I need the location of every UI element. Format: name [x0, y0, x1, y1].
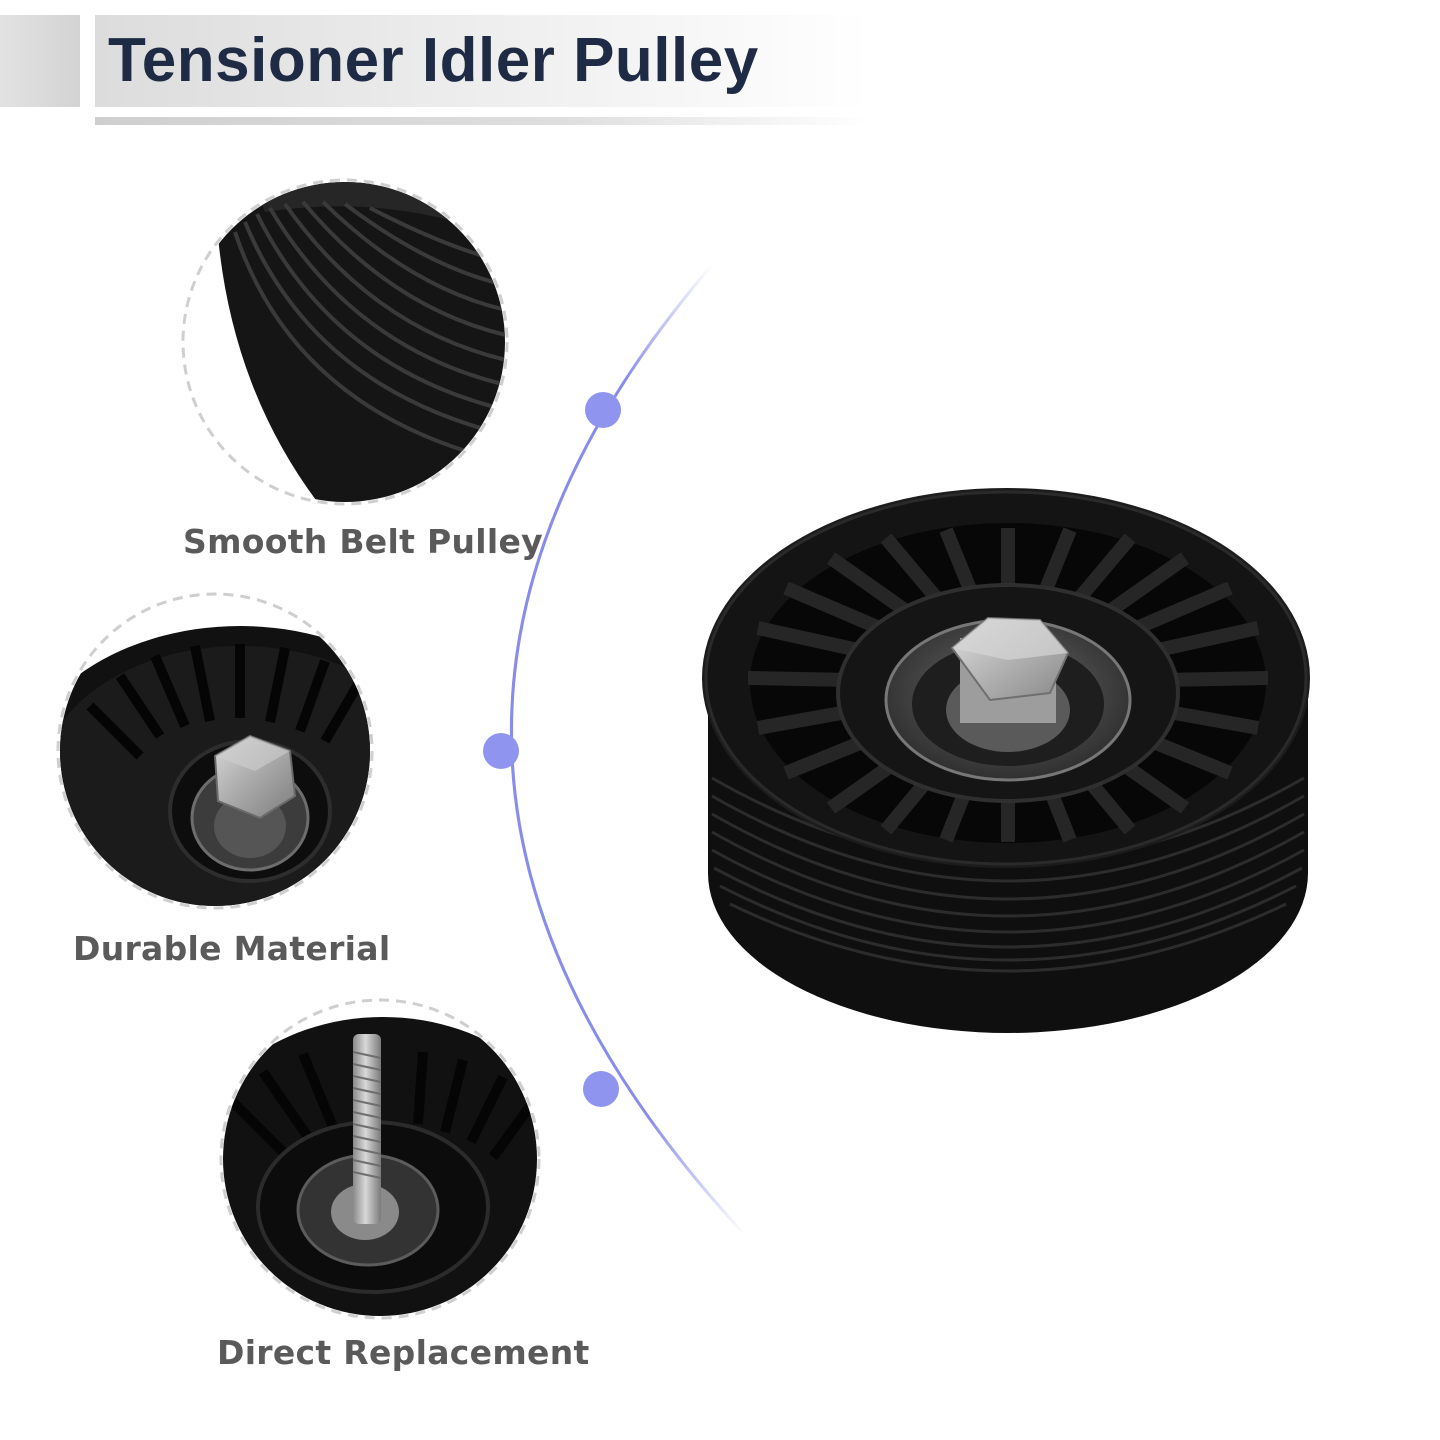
- timeline-dot-3: [583, 1071, 619, 1107]
- feature-label-smooth-belt: Smooth Belt Pulley: [183, 522, 543, 561]
- tensioner-idler-pulley-icon: [702, 488, 1310, 1033]
- page-title: Tensioner Idler Pulley: [108, 26, 759, 95]
- title-underline: [95, 117, 870, 125]
- timeline-dot-2: [483, 733, 519, 769]
- title-banner: [95, 15, 870, 107]
- feature-label-durable-material: Durable Material: [73, 929, 391, 968]
- feature-label-direct-replacement: Direct Replacement: [217, 1333, 590, 1372]
- threaded-stud-closeup-icon: [219, 998, 541, 1320]
- hex-bolt-closeup-icon: [56, 592, 374, 910]
- ribbed-groove-closeup-icon: [181, 178, 509, 506]
- title-side-block: [0, 15, 80, 107]
- timeline-dot-1: [585, 392, 621, 428]
